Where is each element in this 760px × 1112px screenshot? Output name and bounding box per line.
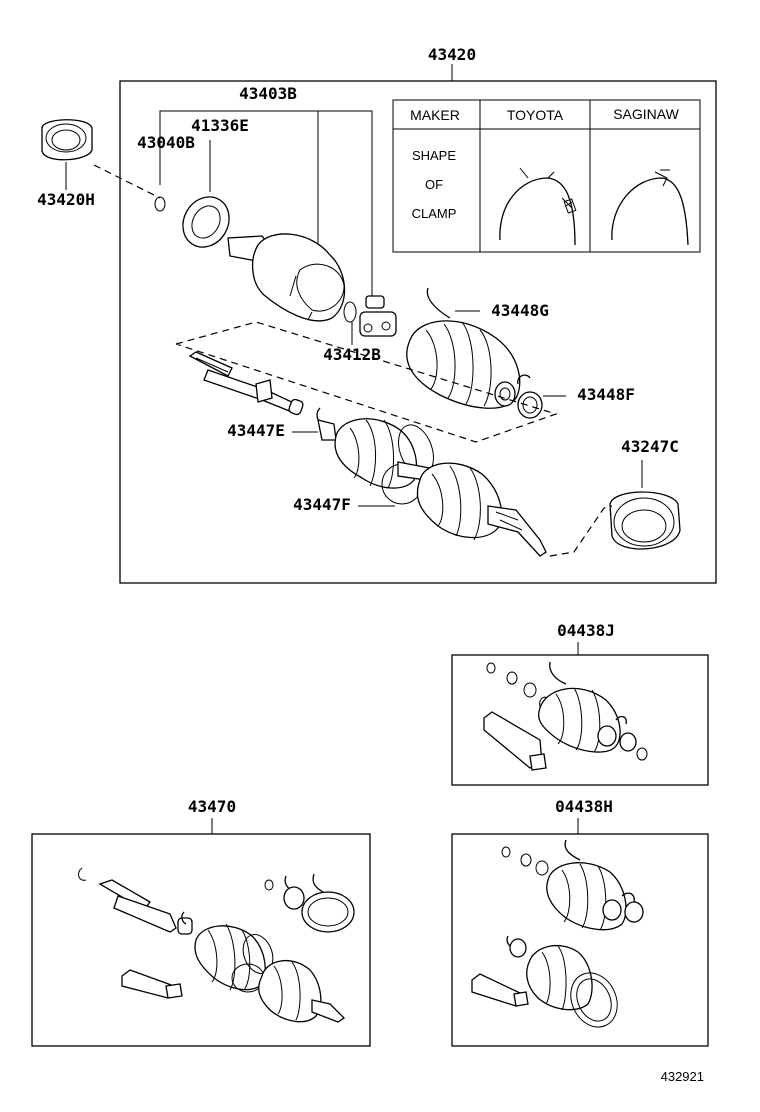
tripod-part — [359, 295, 397, 337]
kit-h-frame — [451, 833, 709, 1047]
label-43447E: 43447E — [227, 421, 285, 440]
table-row-label-2: OF — [425, 177, 443, 192]
label-43247C: 43247C — [621, 437, 679, 456]
clamp-shape-table: MAKER TOYOTA SAGINAW SHAPE OF CLAMP — [392, 99, 701, 253]
saginaw-clamp-drawing — [611, 177, 689, 246]
bearing-part — [41, 119, 93, 161]
label-43403B: 43403B — [239, 84, 297, 103]
dust-cover-part — [609, 491, 681, 550]
label-43420: 43420 — [428, 45, 476, 64]
label-43470: 43470 — [188, 797, 236, 816]
table-header-maker: MAKER — [410, 107, 460, 123]
label-43420H: 43420H — [37, 190, 95, 209]
label-43448F: 43448F — [577, 385, 635, 404]
label-41336E: 41336E — [191, 116, 249, 135]
kit-j-frame — [451, 654, 709, 786]
diagram-code: 432921 — [661, 1069, 704, 1084]
toyota-clamp-drawing — [499, 177, 576, 246]
table-header-toyota: TOYOTA — [507, 107, 564, 123]
shaft-assy-frame — [31, 833, 371, 1047]
kit-j-parts — [483, 661, 648, 771]
table-row-label-3: CLAMP — [412, 206, 457, 221]
shaft-assy-parts — [78, 867, 355, 1023]
label-43448G: 43448G — [491, 301, 549, 320]
inner-boot — [406, 287, 521, 409]
label-04438J: 04438J — [557, 621, 615, 640]
label-43412B: 43412B — [323, 345, 381, 364]
inner-joint-housing — [227, 233, 346, 322]
seal-part — [182, 196, 230, 248]
table-row-label-1: SHAPE — [412, 148, 456, 163]
assembly-frame — [119, 80, 717, 584]
small-clamp-part — [517, 374, 543, 419]
kit-h-parts — [471, 839, 644, 1028]
label-43040B: 43040B — [137, 133, 195, 152]
label-04438H: 04438H — [555, 797, 613, 816]
table-header-saginaw: SAGINAW — [613, 106, 679, 122]
label-43447F: 43447F — [293, 495, 351, 514]
driveshaft-assembly — [188, 351, 547, 557]
